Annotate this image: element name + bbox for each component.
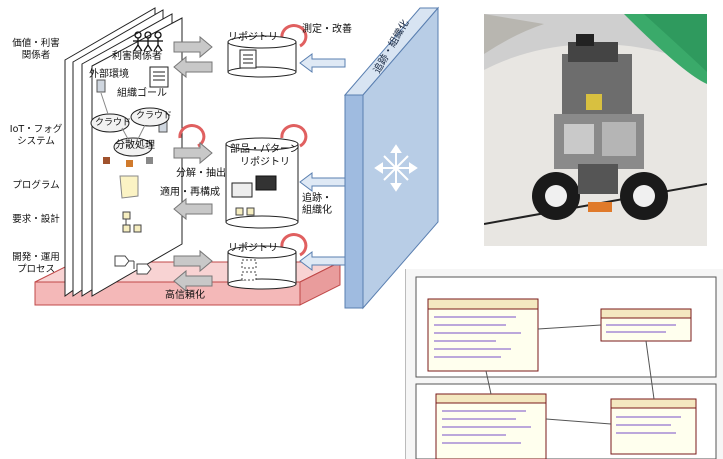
repository-parts xyxy=(225,137,299,229)
repository-top xyxy=(227,35,297,78)
org-goal-label: 組織ゴール xyxy=(117,88,167,99)
decompose-label: 分解・抽出 xyxy=(176,168,226,179)
parts-repo-label-1: 部品・パターン xyxy=(230,144,300,155)
robot-photo xyxy=(484,14,707,246)
cycle-arrow-icon xyxy=(178,24,308,257)
label-requirements: 要求・設計 xyxy=(12,214,60,225)
label-iot-system: IoT・フォグ システム xyxy=(9,124,63,147)
repo-top-label: リポジトリ xyxy=(228,32,278,43)
label-dev-process: 開発・運用 プロセス xyxy=(12,252,60,275)
label-program: プログラム xyxy=(12,180,60,191)
repository-bottom xyxy=(227,245,297,290)
goal-document-icon xyxy=(149,66,169,88)
reliability-label: 高信頼化 xyxy=(165,290,205,301)
cloud-icon xyxy=(90,107,170,157)
parts-repo-label-2: リポジトリ xyxy=(240,157,290,168)
network-hub-icon xyxy=(374,144,418,192)
trace-wall xyxy=(343,6,440,310)
stakeholders-icon xyxy=(133,31,163,52)
label-stakeholder: 価値・利害 関係者 xyxy=(12,38,60,61)
edge-device-icon xyxy=(103,157,153,167)
exchange-arrows xyxy=(173,35,213,293)
apply-label: 適用・再構成 xyxy=(160,187,220,198)
cloud-label-1: クラウド xyxy=(95,118,132,128)
uml-class-diagram-photo xyxy=(405,269,723,459)
distributed-label: 分散処理 xyxy=(115,140,155,151)
program-document-icon xyxy=(119,175,139,199)
architecture-diagram xyxy=(34,6,440,310)
cloud-links xyxy=(100,92,146,140)
external-env-label: 外部環境 xyxy=(89,69,129,80)
process-flow-icon xyxy=(114,255,152,275)
cloud-label-2: クラウド xyxy=(136,111,173,121)
measure-improve-label: 測定・改善 xyxy=(302,24,352,35)
stakeholders-label: 利害関係者 xyxy=(112,51,162,62)
model-boxes-icon xyxy=(122,211,142,233)
trace-arrows xyxy=(299,53,346,271)
repo-bottom-label: リポジトリ xyxy=(228,243,278,254)
trace-org-side-label: 追跡・ 組織化 xyxy=(302,193,332,216)
